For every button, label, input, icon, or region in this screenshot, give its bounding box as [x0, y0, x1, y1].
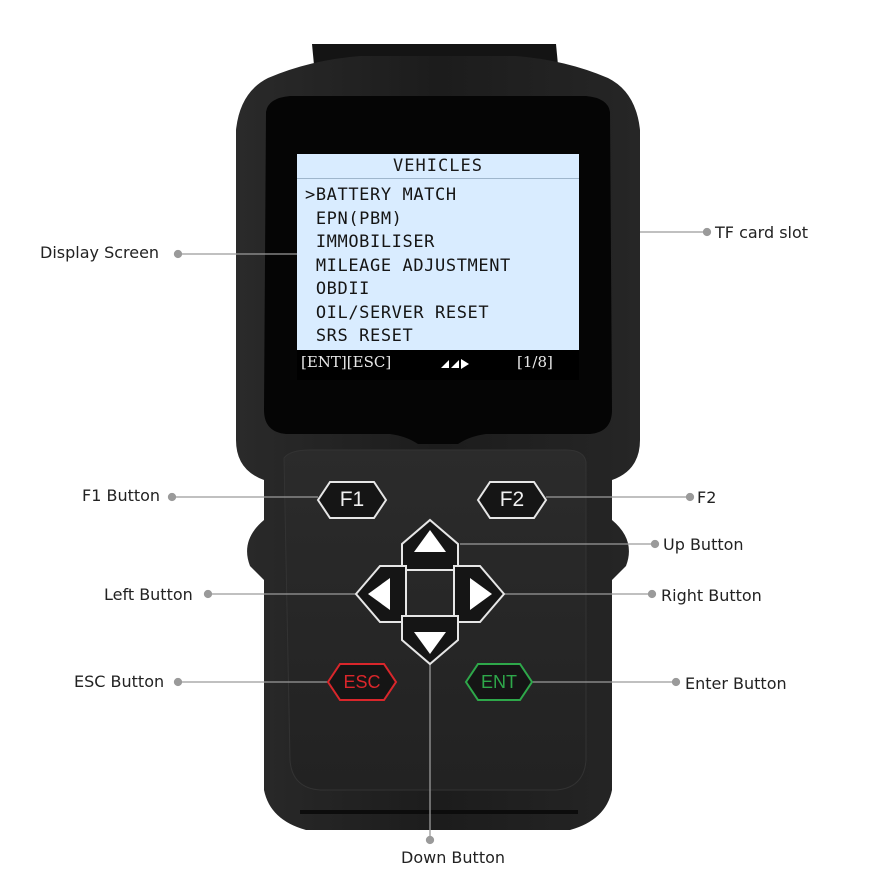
callout-down-button: Down Button [401, 848, 506, 867]
callout-display-screen: Display Screen [40, 243, 160, 262]
esc-button-shape [326, 663, 398, 701]
leader-dot-tf-card-slot [702, 227, 712, 237]
menu-item-srs-reset[interactable]: SRS RESET [305, 326, 414, 346]
up-button[interactable] [401, 518, 459, 571]
screen-status-bar: [ENT][ESC] [1/8] [297, 350, 579, 380]
callout-tf-card-slot: TF card slot [715, 223, 809, 242]
right-arrow-icon [470, 578, 492, 610]
screen-title: VEHICLES [297, 154, 579, 179]
down-arrow-icon [414, 632, 446, 654]
callout-left-button: Left Button [104, 585, 193, 604]
menu-item-battery-match[interactable]: >BATTERY MATCH [305, 185, 457, 205]
navigate-arrows-icon [439, 356, 471, 376]
leader-dot-f2 [685, 492, 695, 502]
esc-button-label: ESC [343, 671, 381, 692]
left-arrow-icon [368, 578, 390, 610]
ent-button[interactable]: ENT [466, 664, 532, 700]
leader-dot-down [425, 835, 435, 845]
leader-dot-display-screen [173, 249, 183, 259]
f2-button-shape [476, 481, 548, 519]
status-key-hints: [ENT][ESC] [301, 353, 392, 371]
menu-item-immobiliser[interactable]: IMMOBILISER [305, 232, 436, 252]
down-button[interactable] [401, 615, 459, 666]
left-button[interactable] [354, 565, 407, 623]
right-button[interactable] [453, 565, 506, 623]
status-page-indicator: [1/8] [517, 353, 553, 371]
leader-dot-up [650, 539, 660, 549]
up-arrow-icon [414, 530, 446, 552]
leader-dot-f1 [167, 492, 177, 502]
f1-button-label: F1 [339, 488, 365, 511]
ent-button-label: ENT [481, 671, 517, 692]
menu-item-epn[interactable]: EPN(PBM) [305, 208, 403, 229]
display-screen: VEHICLES >BATTERY MATCH EPN(PBM) IMMOBIL… [297, 154, 579, 380]
callout-esc-button: ESC Button [74, 672, 165, 691]
f2-button[interactable]: F2 [478, 482, 546, 518]
leader-dot-left [203, 589, 213, 599]
menu-item-oil-server-reset[interactable]: OIL/SERVER RESET [305, 302, 490, 323]
callout-enter-button: Enter Button [685, 674, 787, 693]
leader-dot-esc [173, 677, 183, 687]
f1-button-shape [316, 481, 388, 519]
f1-button[interactable]: F1 [318, 482, 386, 518]
leader-dot-right [647, 589, 657, 599]
callout-f1-button: F1 Button [82, 486, 161, 505]
callout-f2: F2 [697, 488, 717, 507]
esc-button[interactable]: ESC [328, 664, 396, 700]
callout-right-button: Right Button [661, 586, 762, 605]
ent-button-shape [464, 663, 534, 701]
callout-up-button: Up Button [663, 535, 744, 554]
menu-item-mileage-adjustment[interactable]: MILEAGE ADJUSTMENT [305, 255, 511, 276]
menu-item-obdii[interactable]: OBDII [305, 279, 371, 299]
leader-dot-enter [671, 677, 681, 687]
f2-button-label: F2 [499, 488, 525, 511]
screen-menu: >BATTERY MATCH EPN(PBM) IMMOBILISER MILE… [305, 184, 511, 349]
